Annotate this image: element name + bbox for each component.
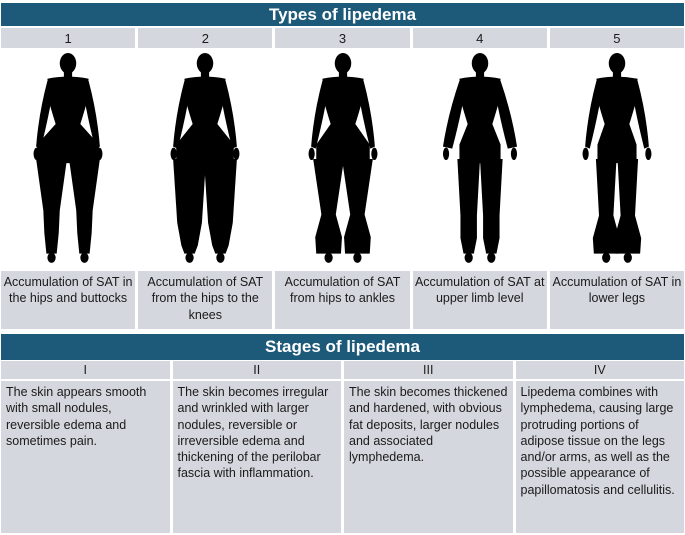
stage-number: I <box>1 361 170 379</box>
stages-row: I The skin appears smooth with small nod… <box>1 361 684 533</box>
body-silhouette-hips-to-ankles-icon <box>275 50 410 269</box>
types-header: Types of lipedema <box>1 3 684 26</box>
type-description: Accumulation of SAT at upper limb level <box>412 271 547 329</box>
stage-column-1: I The skin appears smooth with small nod… <box>1 361 170 533</box>
stage-description: The skin becomes irregular and wrinkled … <box>172 381 341 533</box>
type-number: 5 <box>549 28 685 48</box>
stage-description: Lipedema combines with lymphedema, causi… <box>515 381 684 533</box>
type-description: Accumulation of SAT in lower legs <box>549 271 685 329</box>
type-description: Accumulation of SAT from hips to ankles <box>275 271 410 329</box>
type-column-3: 3 Accumulation of SAT from hips to ankle… <box>275 28 410 329</box>
stage-description: The skin appears smooth with small nodul… <box>1 381 170 533</box>
type-number: 4 <box>412 28 547 48</box>
silhouette <box>308 52 377 263</box>
type-number: 1 <box>1 28 136 48</box>
stage-column-2: II The skin becomes irregular and wrinkl… <box>172 361 341 533</box>
stages-header: Stages of lipedema <box>1 334 684 360</box>
type-number: 3 <box>275 28 410 48</box>
silhouette <box>170 52 240 263</box>
stages-title: Stages of lipedema <box>265 337 420 356</box>
body-silhouette-hips-to-knees-icon <box>138 50 273 269</box>
stage-column-3: III The skin becomes thickened and harde… <box>344 361 513 533</box>
body-silhouette-upper-limbs-icon <box>412 50 547 269</box>
type-column-5: 5 Accumulation of SAT in lower legs <box>549 28 685 329</box>
stage-description: The skin becomes thickened and hardened,… <box>344 381 513 533</box>
body-silhouette-hips-buttocks-icon <box>1 50 136 269</box>
type-number: 2 <box>138 28 273 48</box>
stage-column-4: IV Lipedema combines with lymphedema, ca… <box>515 361 684 533</box>
type-description: Accumulation of SAT from the hips to the… <box>138 271 273 329</box>
stage-number: IV <box>515 361 684 379</box>
types-title: Types of lipedema <box>268 4 417 24</box>
body-silhouette-lower-legs-icon <box>549 50 685 269</box>
silhouette <box>442 52 517 263</box>
type-column-4: 4 Accumulation of SAT at upper limb leve… <box>412 28 547 329</box>
type-column-1: 1 Accumulation of SAT in the hips and bu… <box>1 28 136 329</box>
stage-number: III <box>344 361 513 379</box>
types-row: 1 Accumulation of SAT in the hips and bu… <box>1 28 685 329</box>
type-description: Accumulation of SAT in the hips and butt… <box>1 271 136 329</box>
type-column-2: 2 Accumulation of SAT from the hips to t… <box>138 28 273 329</box>
stage-number: II <box>172 361 341 379</box>
silhouette <box>582 52 652 263</box>
silhouette <box>33 52 103 263</box>
